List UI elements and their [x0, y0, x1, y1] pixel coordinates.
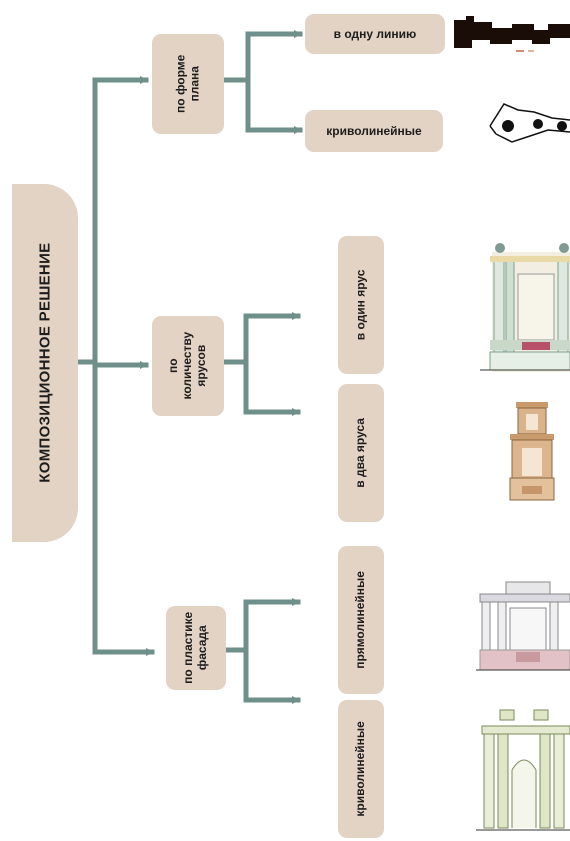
- one-tier-retable-illustration: [480, 243, 570, 372]
- option-curvilinear-facade-label: криволинейные: [353, 721, 368, 817]
- straight-plan-illustration: [454, 16, 570, 52]
- category-plan-form-line-2: плана: [187, 66, 201, 102]
- category-facade-plasticity: по пластике фасада: [166, 606, 226, 690]
- curvilinear-facade-illustration: [476, 709, 570, 831]
- option-single-line: в одну линию: [305, 14, 445, 54]
- category-plan-form: по форме плана: [152, 34, 224, 134]
- option-two-tiers-label: в два яруса: [353, 418, 368, 488]
- option-curvilinear-plan-label: криволинейные: [326, 124, 422, 138]
- root-label: КОМПОЗИЦИОННОЕ РЕШЕНИЕ: [36, 242, 54, 484]
- category-facade-plasticity-line-1: по пластике: [181, 611, 196, 685]
- option-rectilinear-label: прямолинейные: [353, 571, 368, 669]
- option-rectilinear: прямолинейные: [338, 546, 384, 694]
- category-tier-count: по количеству ярусов: [152, 316, 224, 416]
- category-tier-count-line-2: количеству: [180, 332, 195, 400]
- option-two-tiers: в два яруса: [338, 384, 384, 522]
- category-tier-count-line-1: по: [166, 358, 181, 374]
- category-facade-plasticity-line-2: фасада: [195, 625, 210, 671]
- option-single-line-label: в одну линию: [333, 27, 417, 41]
- rectilinear-facade-illustration: [476, 581, 570, 671]
- category-tier-count-line-3: ярусов: [193, 345, 208, 387]
- root-node: КОМПОЗИЦИОННОЕ РЕШЕНИЕ: [12, 184, 78, 542]
- two-tier-retable-illustration: [509, 402, 555, 501]
- option-one-tier-label: в один ярус: [353, 269, 368, 341]
- option-curvilinear-plan: криволинейные: [305, 110, 443, 152]
- curved-plan-illustration: [489, 103, 570, 143]
- category-plan-form-line-1: по форме: [173, 54, 188, 114]
- option-one-tier: в один ярус: [338, 236, 384, 374]
- option-curvilinear-facade: криволинейные: [338, 700, 384, 838]
